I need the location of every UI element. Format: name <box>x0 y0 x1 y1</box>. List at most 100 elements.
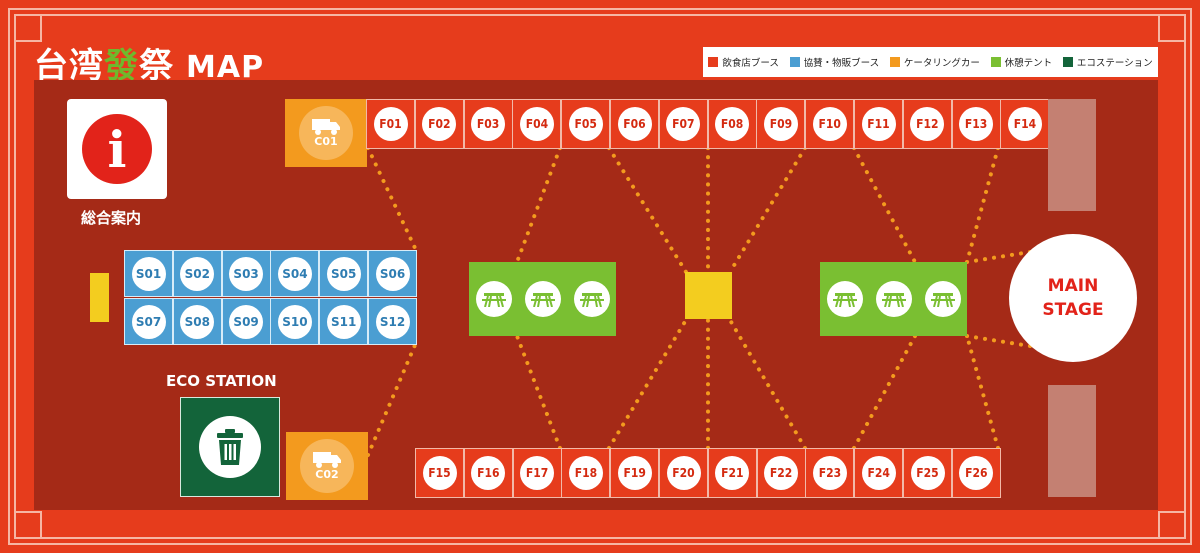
corner-ornament-tr <box>1158 14 1186 42</box>
food-booth-f07[interactable]: F07 <box>658 99 708 149</box>
catering-car-c01[interactable]: C01 <box>285 99 367 167</box>
sponsor-booth-s06[interactable]: S06 <box>368 250 417 297</box>
booth-label: F24 <box>861 456 896 490</box>
booth-label: F25 <box>910 456 945 490</box>
booth-label: F16 <box>471 456 506 490</box>
catering-id: C02 <box>315 467 339 481</box>
booth-label: F13 <box>959 107 994 141</box>
inner-frame <box>14 14 1186 539</box>
booth-label: S12 <box>375 304 410 339</box>
stage-side-bar-top <box>1048 99 1096 211</box>
picnic-table-icon <box>573 281 610 317</box>
legend-label: 協賛・物販ブース <box>803 58 880 69</box>
sponsor-booth-s10[interactable]: S10 <box>270 298 320 345</box>
food-booth-f22[interactable]: F22 <box>756 448 806 498</box>
food-booth-f08[interactable]: F08 <box>707 99 757 149</box>
picnic-table-icon <box>826 281 863 317</box>
food-booth-f06[interactable]: F06 <box>610 99 659 149</box>
food-booth-f09[interactable]: F09 <box>756 99 806 149</box>
picnic-table-icon <box>475 281 512 317</box>
legend-item-food: 飲食店ブース <box>708 55 779 69</box>
rest-unit <box>567 262 616 336</box>
rest-unit <box>869 262 918 336</box>
walkway-line <box>607 146 688 274</box>
sponsor-booth-s07[interactable]: S07 <box>124 298 173 345</box>
legend-swatch <box>708 57 719 67</box>
center-yellow-square <box>685 272 732 319</box>
sponsor-booth-s02[interactable]: S02 <box>172 250 222 297</box>
catering-car-c02[interactable]: C02 <box>286 432 368 500</box>
food-booth-f19[interactable]: F19 <box>610 448 660 498</box>
legend-item-sponsor: 協賛・物販ブース <box>789 55 880 69</box>
booth-label: F11 <box>861 107 896 141</box>
food-booth-f04[interactable]: F04 <box>512 99 562 149</box>
sponsor-booth-s11[interactable]: S11 <box>319 298 369 345</box>
sponsor-booth-s03[interactable]: S03 <box>221 250 271 297</box>
walkway-line <box>852 334 917 450</box>
food-booth-f16[interactable]: F16 <box>463 448 513 498</box>
booth-label: S10 <box>277 304 312 339</box>
food-booth-f21[interactable]: F21 <box>707 448 757 498</box>
picnic-table-icon <box>524 281 561 317</box>
corner-ornament-tl <box>14 14 42 42</box>
catering-disc: C02 <box>300 439 354 493</box>
food-booth-f17[interactable]: F17 <box>512 448 562 498</box>
rest-tent-left[interactable] <box>469 262 616 336</box>
information-label: 総合案内 <box>81 209 142 227</box>
rest-tent-right[interactable] <box>820 262 967 336</box>
booth-label: S11 <box>326 304 361 339</box>
food-booth-f13[interactable]: F13 <box>951 99 1001 149</box>
food-booth-f20[interactable]: F20 <box>659 448 708 498</box>
sponsor-booth-s05[interactable]: S05 <box>319 250 369 297</box>
booth-label: F20 <box>666 456 701 490</box>
booth-label: S08 <box>180 304 215 339</box>
food-booth-f23[interactable]: F23 <box>805 448 855 498</box>
walkway-line <box>965 250 1032 264</box>
walkway-line <box>515 334 562 450</box>
food-booth-f02[interactable]: F02 <box>414 99 464 149</box>
booth-label: F18 <box>568 456 603 490</box>
walkway-line <box>728 318 807 450</box>
walkway-line <box>366 343 417 457</box>
title-suffix: 祭 <box>139 46 174 86</box>
food-booth-f24[interactable]: F24 <box>854 448 904 498</box>
booth-label: F04 <box>519 107 554 141</box>
sponsor-booth-s12[interactable]: S12 <box>368 298 417 345</box>
food-booth-f03[interactable]: F03 <box>463 99 513 149</box>
main-stage-line2: STAGE <box>1042 300 1104 320</box>
food-booth-f11[interactable]: F11 <box>854 99 903 149</box>
title-map-word: MAP <box>186 50 265 85</box>
walkway-line <box>515 146 562 264</box>
food-booth-f05[interactable]: F05 <box>561 99 611 149</box>
booth-label: F05 <box>568 107 603 141</box>
sponsor-booth-s08[interactable]: S08 <box>172 298 222 345</box>
sponsor-booth-s01[interactable]: S01 <box>124 250 173 297</box>
food-booth-f18[interactable]: F18 <box>561 448 611 498</box>
corner-ornament-br <box>1158 511 1186 539</box>
food-booth-f14[interactable]: F14 <box>1000 99 1050 149</box>
trash-can-icon <box>199 416 261 478</box>
food-booth-f25[interactable]: F25 <box>903 448 952 498</box>
booth-label: F09 <box>763 107 798 141</box>
legend-item-eco: エコステーション <box>1062 55 1153 69</box>
food-booth-f10[interactable]: F10 <box>805 99 855 149</box>
information-booth[interactable]: i <box>67 99 167 199</box>
outer-frame <box>8 8 1192 545</box>
food-booth-f26[interactable]: F26 <box>951 448 1001 498</box>
sponsor-booth-s09[interactable]: S09 <box>221 298 271 345</box>
food-booth-f01[interactable]: F01 <box>366 99 415 149</box>
rest-unit <box>469 262 518 336</box>
booth-label: F19 <box>617 456 652 490</box>
booth-label: S06 <box>375 256 410 291</box>
sponsor-booth-s04[interactable]: S04 <box>270 250 320 297</box>
eco-station[interactable] <box>180 397 280 497</box>
food-booth-f12[interactable]: F12 <box>902 99 952 149</box>
booth-label: S03 <box>229 256 264 291</box>
main-stage[interactable]: MAIN STAGE <box>1009 234 1137 362</box>
booth-label: S02 <box>180 256 215 291</box>
food-booth-f15[interactable]: F15 <box>415 448 464 498</box>
legend-label: エコステーション <box>1076 58 1153 69</box>
booth-label: S05 <box>326 256 361 291</box>
